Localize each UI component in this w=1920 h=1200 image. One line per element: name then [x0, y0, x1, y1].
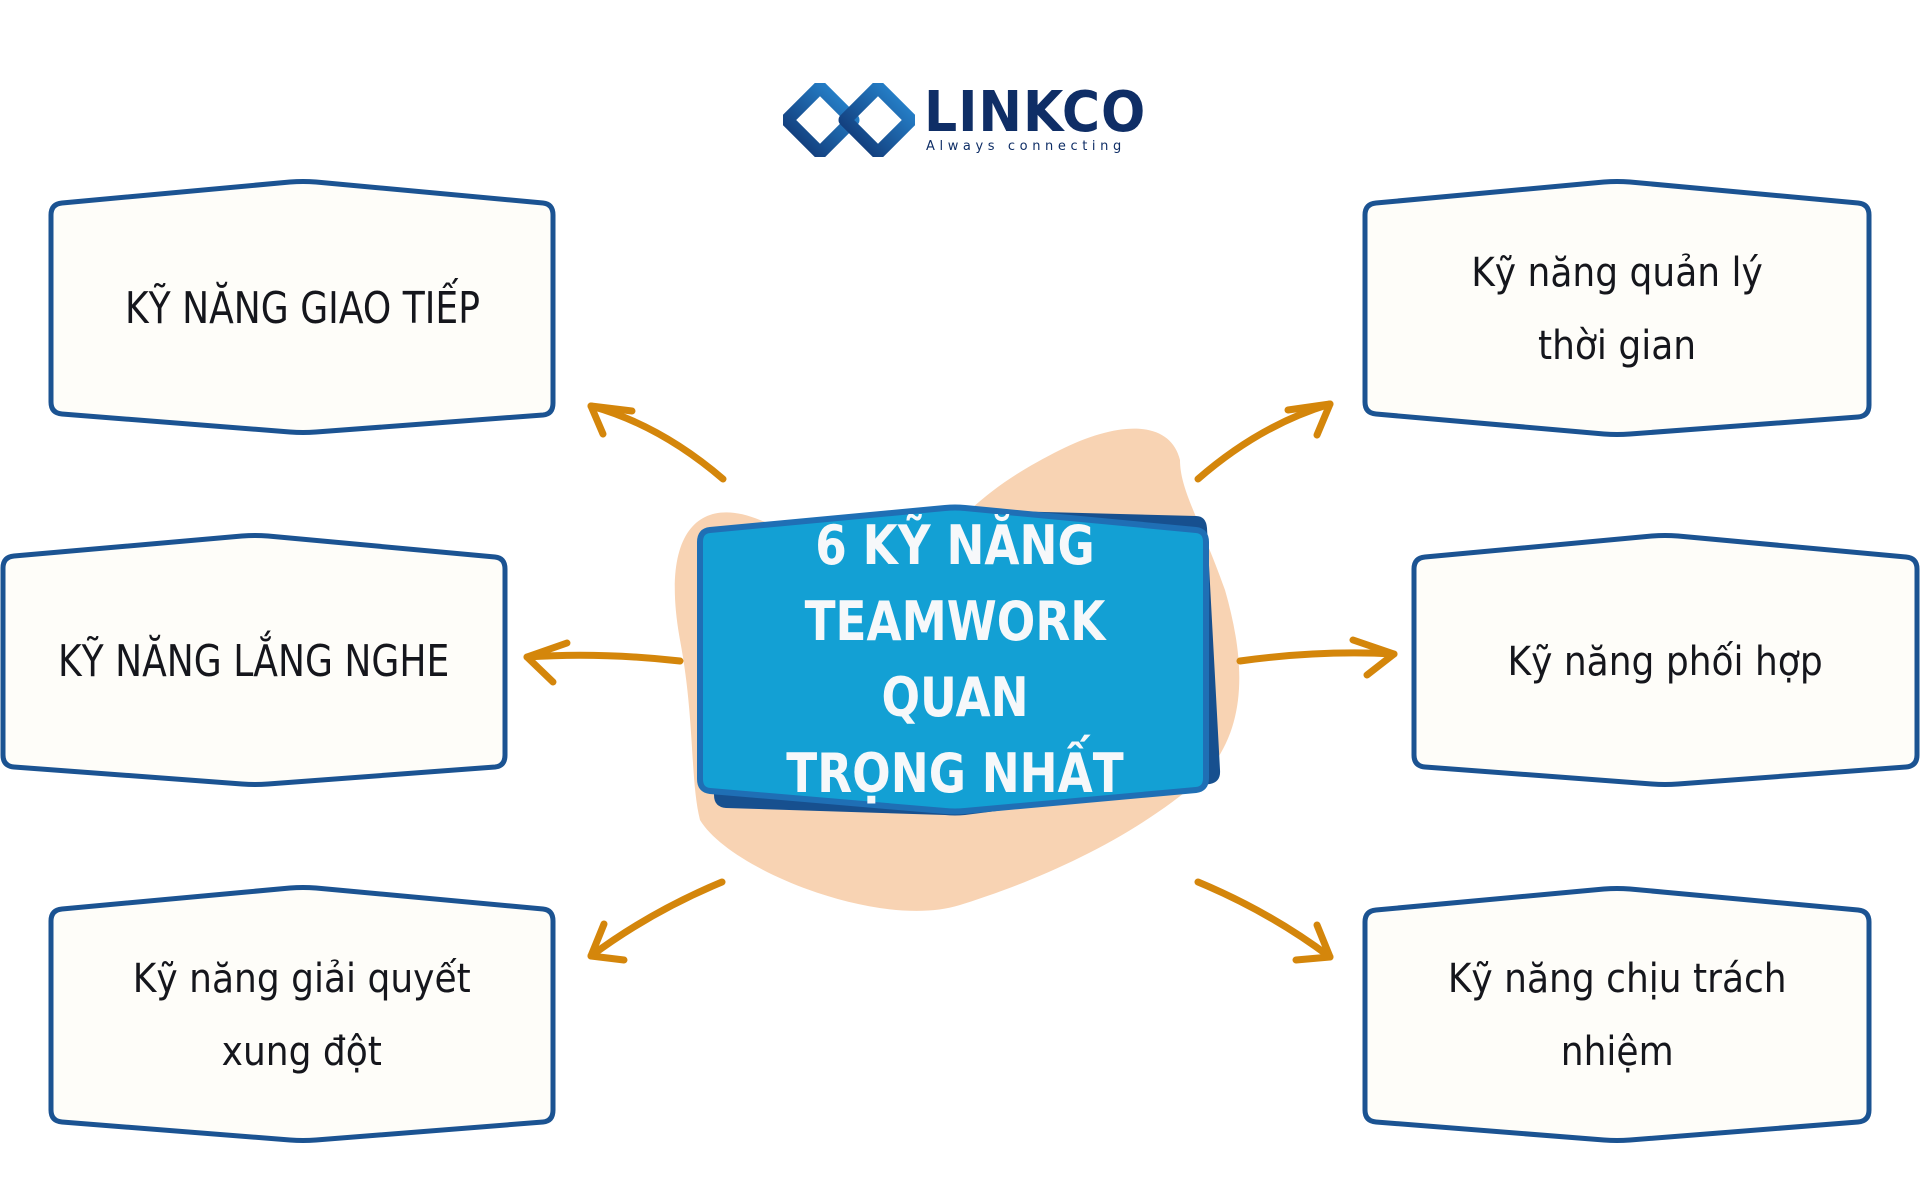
center-title: 6 KỸ NĂNG TEAMWORK QUAN TRỌNG NHẤT: [705, 514, 1205, 805]
skill-text: Kỹ năng quản lý thời gian: [1471, 250, 1763, 369]
linkco-logo: LINKCO Always connecting: [783, 83, 1145, 157]
arrow-top-right: [1194, 400, 1334, 483]
center-box: [697, 504, 1209, 815]
arrow-bottom-left: [587, 878, 726, 964]
skill-text: KỸ NĂNG GIAO TIẾP: [124, 283, 480, 334]
arrow-middle-left: [523, 639, 684, 686]
logo-wordmark: LINKCO: [924, 80, 1147, 145]
skill-text: Kỹ năng chịu trách nhiệm: [1447, 956, 1787, 1075]
skill-label-middle-right: Kỹ năng phối hợp: [1414, 557, 1917, 767]
arrow-bottom-right: [1194, 878, 1334, 964]
skill-box-top-right: [1362, 179, 1872, 437]
skill-label-bottom-left: Kỹ năng giải quyết xung đột: [51, 910, 553, 1122]
skill-box-middle-right: [1411, 533, 1920, 787]
skill-box-middle-left: [0, 533, 508, 787]
logo-tagline: Always connecting: [926, 139, 1126, 154]
skill-label-top-right: Kỹ năng quản lý thời gian: [1365, 203, 1869, 417]
skill-text: KỸ NĂNG LẮNG NGHE: [58, 636, 450, 687]
arrow-top-left: [587, 402, 727, 483]
center-title-text: 6 KỸ NĂNG TEAMWORK QUAN TRỌNG NHẤT: [786, 514, 1124, 805]
skill-box-top-left: [48, 179, 556, 435]
skill-label-middle-left: KỸ NĂNG LẮNG NGHE: [3, 557, 505, 767]
interlocked-diamonds-icon: [783, 83, 915, 157]
arrow-middle-right: [1236, 636, 1398, 679]
skill-label-top-left: KỸ NĂNG GIAO TIẾP: [51, 203, 553, 415]
skill-box-bottom-right: [1362, 886, 1872, 1143]
skill-text: Kỹ năng phối hợp: [1507, 638, 1824, 685]
skill-box-bottom-left: [48, 885, 556, 1143]
skill-label-bottom-right: Kỹ năng chịu trách nhiệm: [1365, 910, 1869, 1122]
skill-text: Kỹ năng giải quyết xung đột: [133, 956, 471, 1075]
